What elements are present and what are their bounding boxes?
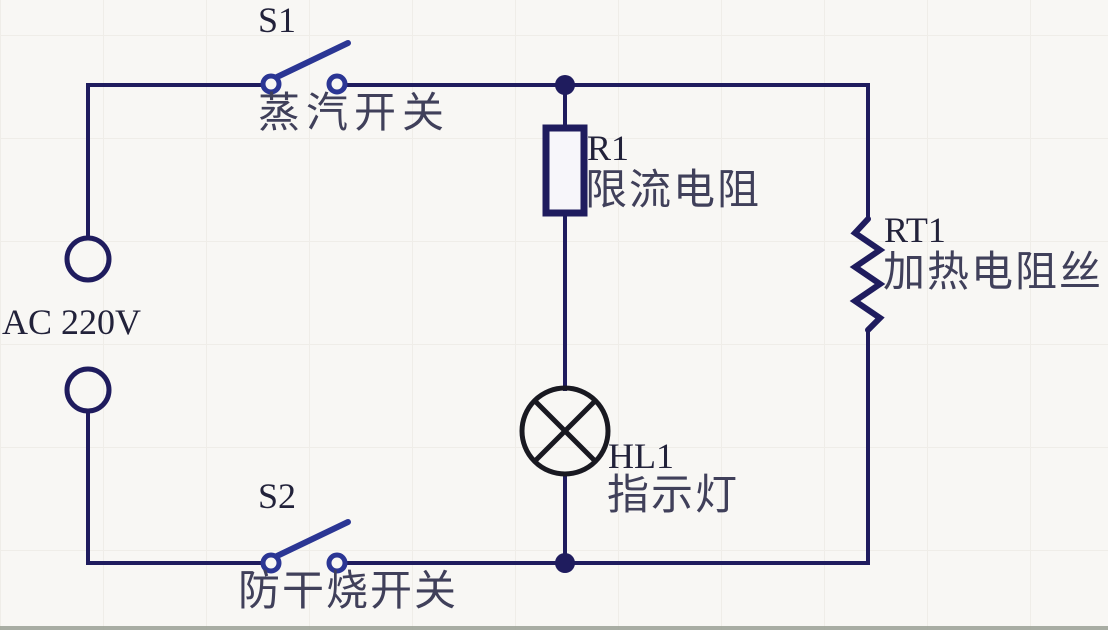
- ac-source-label: AC 220V: [2, 302, 142, 342]
- resistor-rt1-designator: RT1: [884, 210, 946, 250]
- junction-dot-bottom-icon: [555, 553, 575, 573]
- switch-s2-label: 防干烧开关: [238, 569, 459, 615]
- junction-dot-top-icon: [555, 75, 575, 95]
- resistor-rt1-label: 加热电阻丝: [883, 250, 1104, 296]
- switch-s2-symbol: [260, 519, 351, 574]
- lamp-hl1-circle-icon: [519, 385, 611, 477]
- switch-s2-contact-right-icon: [326, 552, 348, 574]
- circuit-wires: [86, 83, 870, 565]
- switch-s1-label: 蒸汽开关: [258, 91, 451, 137]
- switch-s1-symbol: [260, 40, 351, 95]
- switch-s1-lever-icon: [274, 40, 351, 80]
- switch-s1-contact-right-icon: [326, 73, 348, 95]
- resistor-r1-symbol: [542, 124, 588, 217]
- junction-dots: [555, 75, 575, 573]
- lamp-hl1-cross-2-icon: [532, 398, 598, 464]
- lamp-hl1-symbol: [519, 385, 611, 477]
- lamp-hl1-designator: HL1: [608, 436, 674, 476]
- bottom-edge-strip: [0, 626, 1108, 630]
- source-terminal-bottom-icon: [64, 366, 112, 414]
- switch-s1-designator: S1: [258, 0, 297, 40]
- source-terminal-top-icon: [64, 235, 112, 283]
- switch-s2-contact-left-icon: [260, 552, 282, 574]
- ac-source-symbol: [64, 235, 112, 414]
- lamp-hl1-label: 指示灯: [607, 473, 740, 519]
- switch-s2-lever-icon: [274, 519, 351, 559]
- resistor-rt1-symbol: [849, 216, 886, 333]
- switch-s2-designator: S2: [258, 476, 297, 516]
- resistor-r1-designator: R1: [587, 128, 630, 168]
- switch-s1-contact-left-icon: [260, 73, 282, 95]
- resistor-r1-label: 限流电阻: [585, 168, 762, 214]
